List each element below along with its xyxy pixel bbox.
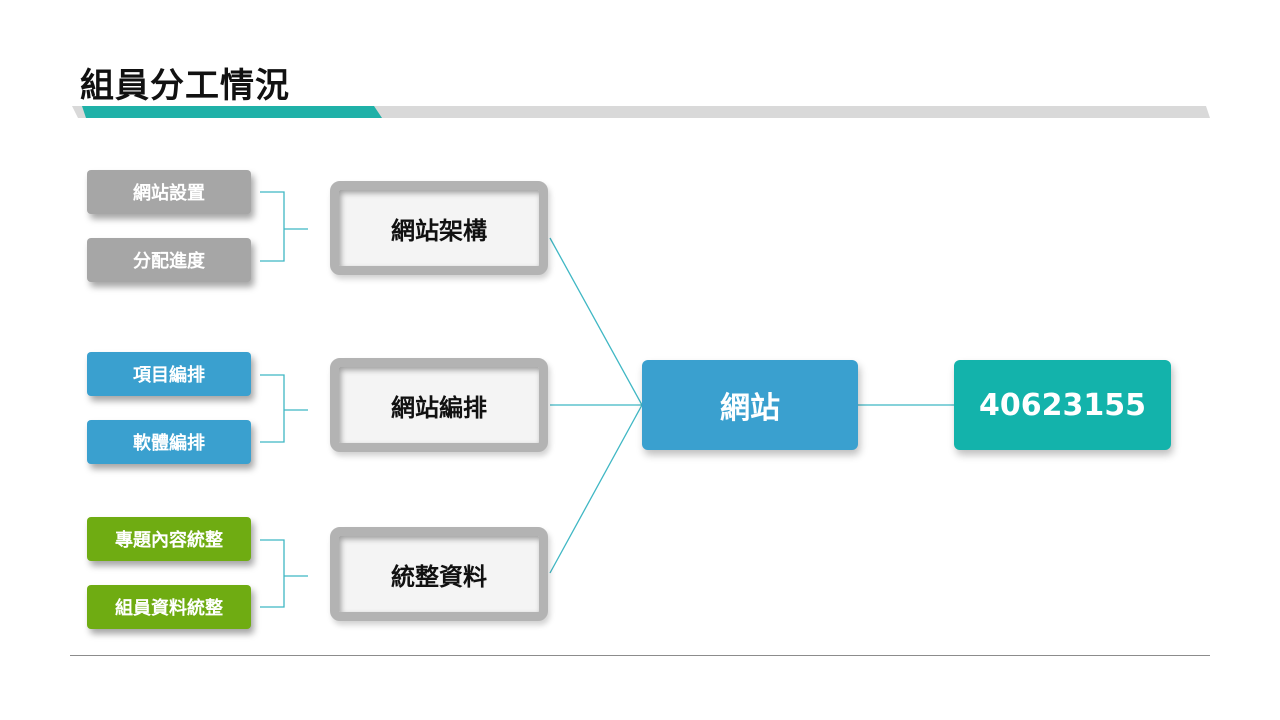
bottom-divider	[70, 655, 1210, 656]
leaf-member-data-integration: 組員資料統整	[87, 585, 251, 629]
leaf-project-content-integration: 專題內容統整	[87, 517, 251, 561]
group-website-layout: 網站編排	[330, 358, 548, 452]
group-data-integration: 統整資料	[330, 527, 548, 621]
leaf-item-layout: 項目編排	[87, 352, 251, 396]
title-underline-bar	[72, 106, 1210, 118]
page-title: 組員分工情況	[80, 66, 290, 106]
leaf-website-setup: 網站設置	[87, 170, 251, 214]
link-group-3-center	[549, 404, 643, 574]
link-group-1-center	[549, 237, 643, 406]
leaf-software-layout: 軟體編排	[87, 420, 251, 464]
group-website-architecture: 網站架構	[330, 181, 548, 275]
bracket-group-3	[260, 539, 308, 608]
bracket-group-2	[260, 374, 308, 443]
leaf-progress-allocation: 分配進度	[87, 238, 251, 282]
center-node-website: 網站	[642, 360, 858, 450]
bracket-group-1	[260, 191, 308, 262]
member-id-node: 40623155	[954, 360, 1171, 450]
